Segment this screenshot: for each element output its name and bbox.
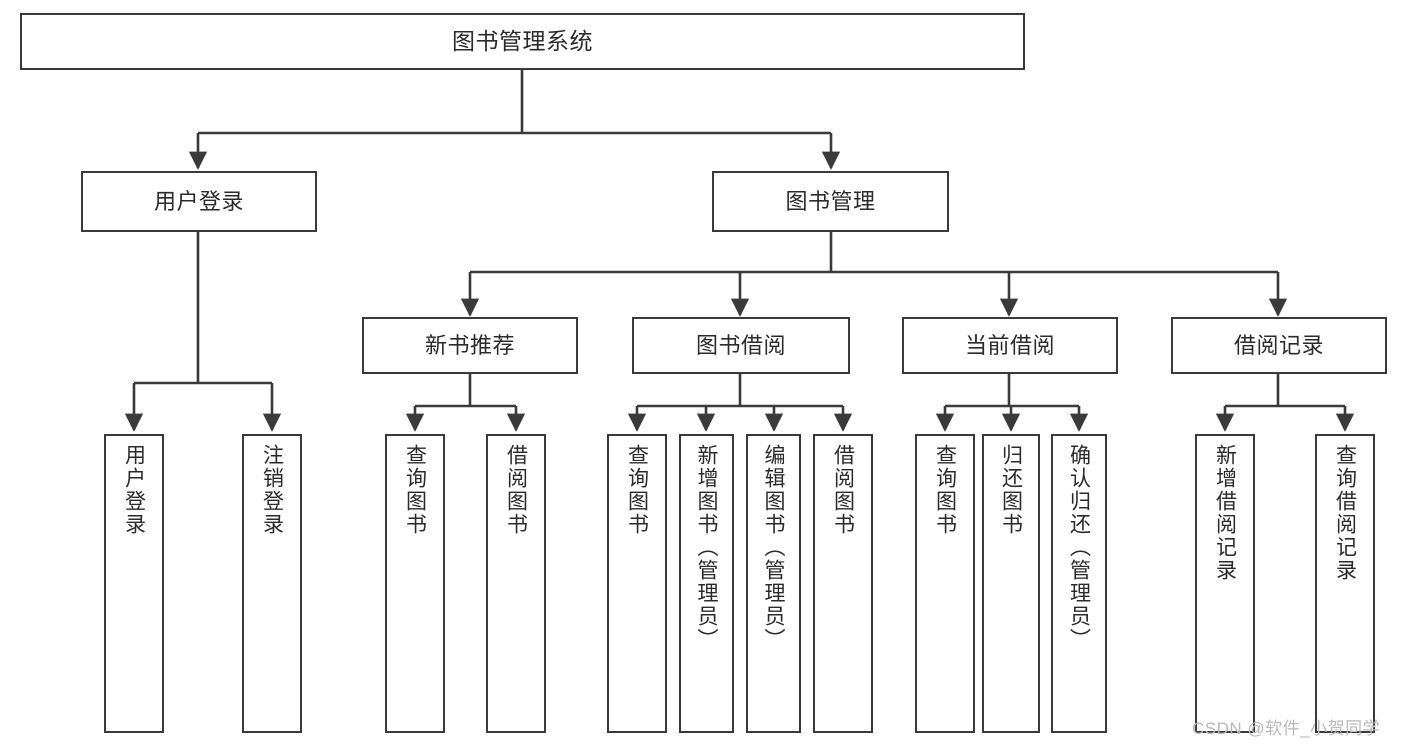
node-leaf-logout-login[interactable]: 注销登录	[242, 434, 302, 733]
node-label: 借阅图书	[504, 444, 528, 536]
node-label: 查询图书	[625, 444, 649, 536]
node-new-book-recommend[interactable]: 新书推荐	[362, 317, 578, 374]
node-label: 确认归还（管理员）	[1067, 444, 1091, 651]
node-user-login[interactable]: 用户登录	[81, 171, 317, 232]
node-label: 归还图书	[999, 444, 1023, 536]
node-leaf-confirm-return-admin[interactable]: 确认归还（管理员）	[1051, 434, 1107, 733]
node-current-borrow[interactable]: 当前借阅	[902, 317, 1118, 374]
node-leaf-query-borrow-record[interactable]: 查询借阅记录	[1315, 434, 1375, 733]
node-leaf-query-book-current[interactable]: 查询图书	[915, 434, 975, 733]
node-label: 新增借阅记录	[1213, 444, 1237, 582]
node-label: 图书借阅	[695, 332, 786, 358]
node-label: 图书管理系统	[452, 27, 593, 54]
node-leaf-add-book-admin[interactable]: 新增图书（管理员）	[679, 434, 734, 733]
node-leaf-borrow-book-borrow[interactable]: 借阅图书	[813, 434, 873, 733]
node-borrow-record[interactable]: 借阅记录	[1171, 317, 1387, 374]
node-leaf-query-book-recommend[interactable]: 查询图书	[385, 434, 445, 733]
node-book-management[interactable]: 图书管理	[712, 171, 949, 232]
node-label: 注销登录	[260, 444, 284, 536]
node-book-borrow[interactable]: 图书借阅	[632, 317, 850, 374]
node-leaf-query-book-borrow[interactable]: 查询图书	[607, 434, 667, 733]
node-label: 借阅图书	[831, 444, 855, 536]
node-label: 当前借阅	[964, 332, 1055, 358]
node-leaf-add-borrow-record[interactable]: 新增借阅记录	[1195, 434, 1255, 733]
node-leaf-return-book[interactable]: 归还图书	[982, 434, 1040, 733]
node-leaf-borrow-book-recommend[interactable]: 借阅图书	[486, 434, 546, 733]
node-label: 用户登录	[153, 188, 244, 214]
node-label: 查询图书	[403, 444, 427, 536]
node-leaf-user-login[interactable]: 用户登录	[104, 434, 164, 733]
node-label: 新增图书（管理员）	[695, 444, 718, 651]
node-label: 新书推荐	[424, 332, 515, 358]
node-label: 查询借阅记录	[1333, 444, 1357, 582]
node-label: 编辑图书（管理员）	[762, 444, 785, 651]
node-leaf-edit-book-admin[interactable]: 编辑图书（管理员）	[746, 434, 801, 733]
node-label: 查询图书	[933, 444, 957, 536]
node-label: 用户登录	[122, 444, 146, 536]
node-label: 图书管理	[785, 188, 876, 214]
node-root-book-management-system[interactable]: 图书管理系统	[20, 13, 1025, 70]
node-label: 借阅记录	[1233, 332, 1324, 358]
csdn-watermark: CSDN @软件_小贺同学	[1192, 719, 1381, 738]
